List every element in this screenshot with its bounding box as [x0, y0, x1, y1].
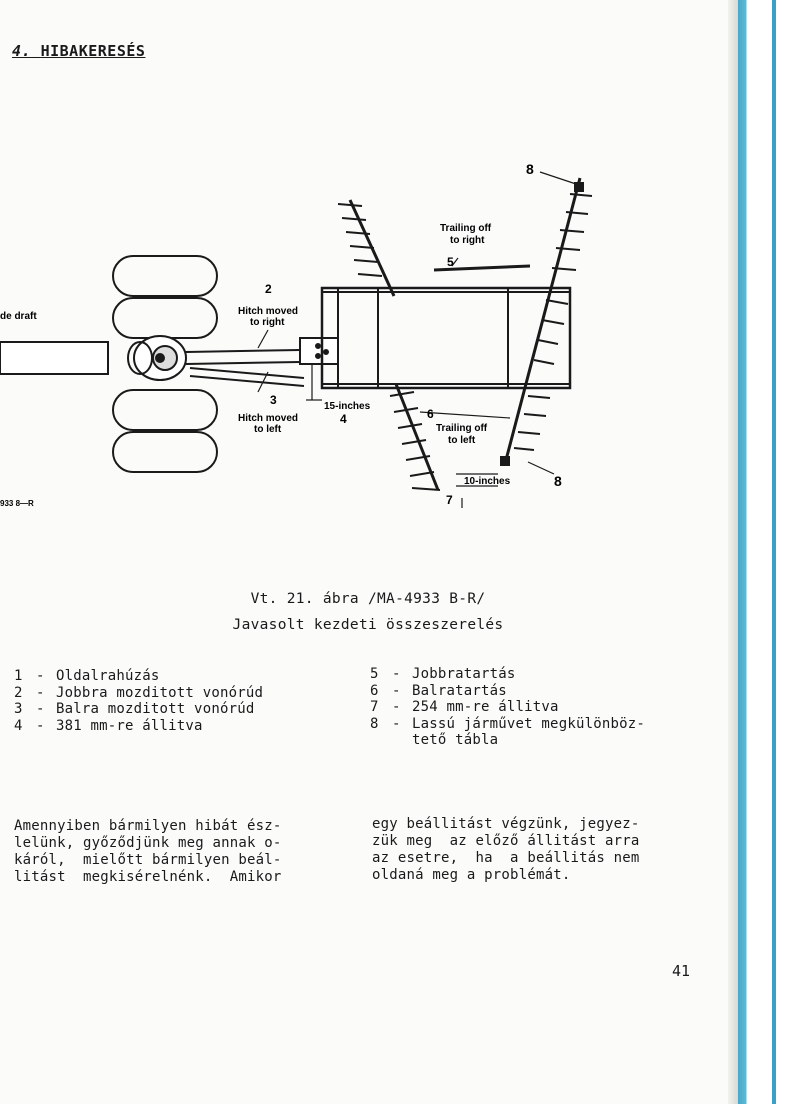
harrow-frame [320, 286, 572, 390]
body-text-right: egy beállitást végzünk, jegyez- zük meg … [372, 816, 640, 883]
tractor-tire [112, 297, 218, 339]
legend-left: 1- Oldalrahúzás 2- Jobbra mozditott vonó… [14, 668, 263, 734]
tractor-tire [112, 255, 218, 297]
legend-item: 2- Jobbra mozditott vonórúd [14, 684, 264, 701]
legend-text: Oldalrahúzás [56, 668, 160, 684]
legend-text: Jobbra mozditott vonórúd [56, 684, 264, 701]
legend-number: 2 [14, 684, 23, 701]
label-8-top: 8 [526, 161, 534, 177]
legend-text: 254 mm-re állitva [412, 699, 559, 715]
label-7: 7 [446, 493, 453, 507]
legend-number: 3 [14, 701, 23, 717]
label-hitch-left-1: Hitch moved [238, 413, 298, 424]
assembly-diagram: de draft 2 Hitch moved to right 3 Hitch … [0, 161, 593, 508]
tractor-body [0, 341, 109, 375]
label-4: 4 [340, 412, 347, 426]
disk-blades-left-front [337, 203, 383, 277]
disk-blades-right [513, 193, 593, 451]
label-trailing-left-1: Trailing off [436, 423, 488, 434]
binder-edge [738, 0, 800, 1104]
legend-text: Balratartás [412, 682, 507, 699]
legend-item: 3- Balra mozditott vonórúd [14, 701, 255, 717]
legend-item: 6- Balratartás [370, 682, 507, 699]
label-6: 6 [427, 407, 434, 421]
legend-number: 7 [370, 699, 379, 715]
tractor-tire [112, 389, 218, 431]
page-edge-shadow [728, 0, 738, 1104]
label-trailing-right-2: to right [450, 235, 485, 246]
legend-number: 6 [370, 682, 379, 699]
body-text-left: Amennyiben bármilyen hibát ész- lelünk, … [14, 818, 282, 885]
marker-sign-bottom [500, 456, 510, 466]
figure-caption-subtitle: Javasolt kezdeti összeszerelés [232, 617, 504, 633]
section-heading: 4. HIBAKERESÉS [12, 42, 145, 60]
section-title: HIBAKERESÉS [40, 42, 146, 60]
legend-text: 381 mm-re állitva [56, 717, 203, 734]
label-2: 2 [265, 282, 272, 296]
legend-item: 5- Jobbratartás [370, 666, 516, 682]
legend-text: Lassú járművet megkülönböz- tető tábla [412, 715, 645, 749]
legend-number: 4 [14, 717, 23, 734]
label-15-inches: 15-inches [324, 401, 371, 412]
hitch-bracket [299, 337, 339, 365]
label-8-bottom: 8 [554, 473, 562, 489]
label-3: 3 [270, 393, 277, 407]
disk-blades-left-rear [389, 391, 441, 491]
legend-number: 1 [14, 668, 23, 684]
label-trailing-right-1: Trailing off [440, 223, 492, 234]
legend-number: 8 [370, 715, 379, 732]
binder-edge-line [772, 0, 776, 1104]
legend-number: 5 [370, 666, 379, 682]
marker-sign-top [574, 182, 584, 192]
label-10-inches: 10-inches [464, 476, 511, 487]
legend-text: Balra mozditott vonórúd [56, 701, 255, 717]
figure-caption-title: Vt. 21. ábra /MA-4933 B-R/ [250, 591, 486, 607]
legend-item: 7- 254 mm-re állitva [370, 699, 559, 715]
legend-right: 5- Jobbratartás 6- Balratartás 7- 254 mm… [370, 666, 645, 749]
legend-item: 8- Lassú járművet megkülönböz- tető tábl… [370, 715, 645, 749]
section-number: 4. [12, 42, 32, 60]
label-figure-code: 933 8—R [0, 499, 34, 508]
label-trailing-left-2: to left [448, 435, 476, 446]
legend-item: 4- 381 mm-re állitva [14, 717, 203, 734]
legend-text: Jobbratartás [412, 666, 516, 682]
tractor-tire [112, 431, 218, 473]
label-5: 5 [447, 255, 454, 269]
disk-gang-axle [504, 177, 582, 461]
label-side-draft: de draft [0, 311, 37, 322]
page-background [0, 0, 736, 1104]
page-number: 41 [672, 962, 691, 980]
legend-item: 1- Oldalrahúzás [14, 668, 160, 684]
label-hitch-left-2: to left [254, 424, 282, 435]
label-hitch-right-2: to right [250, 317, 285, 328]
label-hitch-right-1: Hitch moved [238, 306, 298, 317]
